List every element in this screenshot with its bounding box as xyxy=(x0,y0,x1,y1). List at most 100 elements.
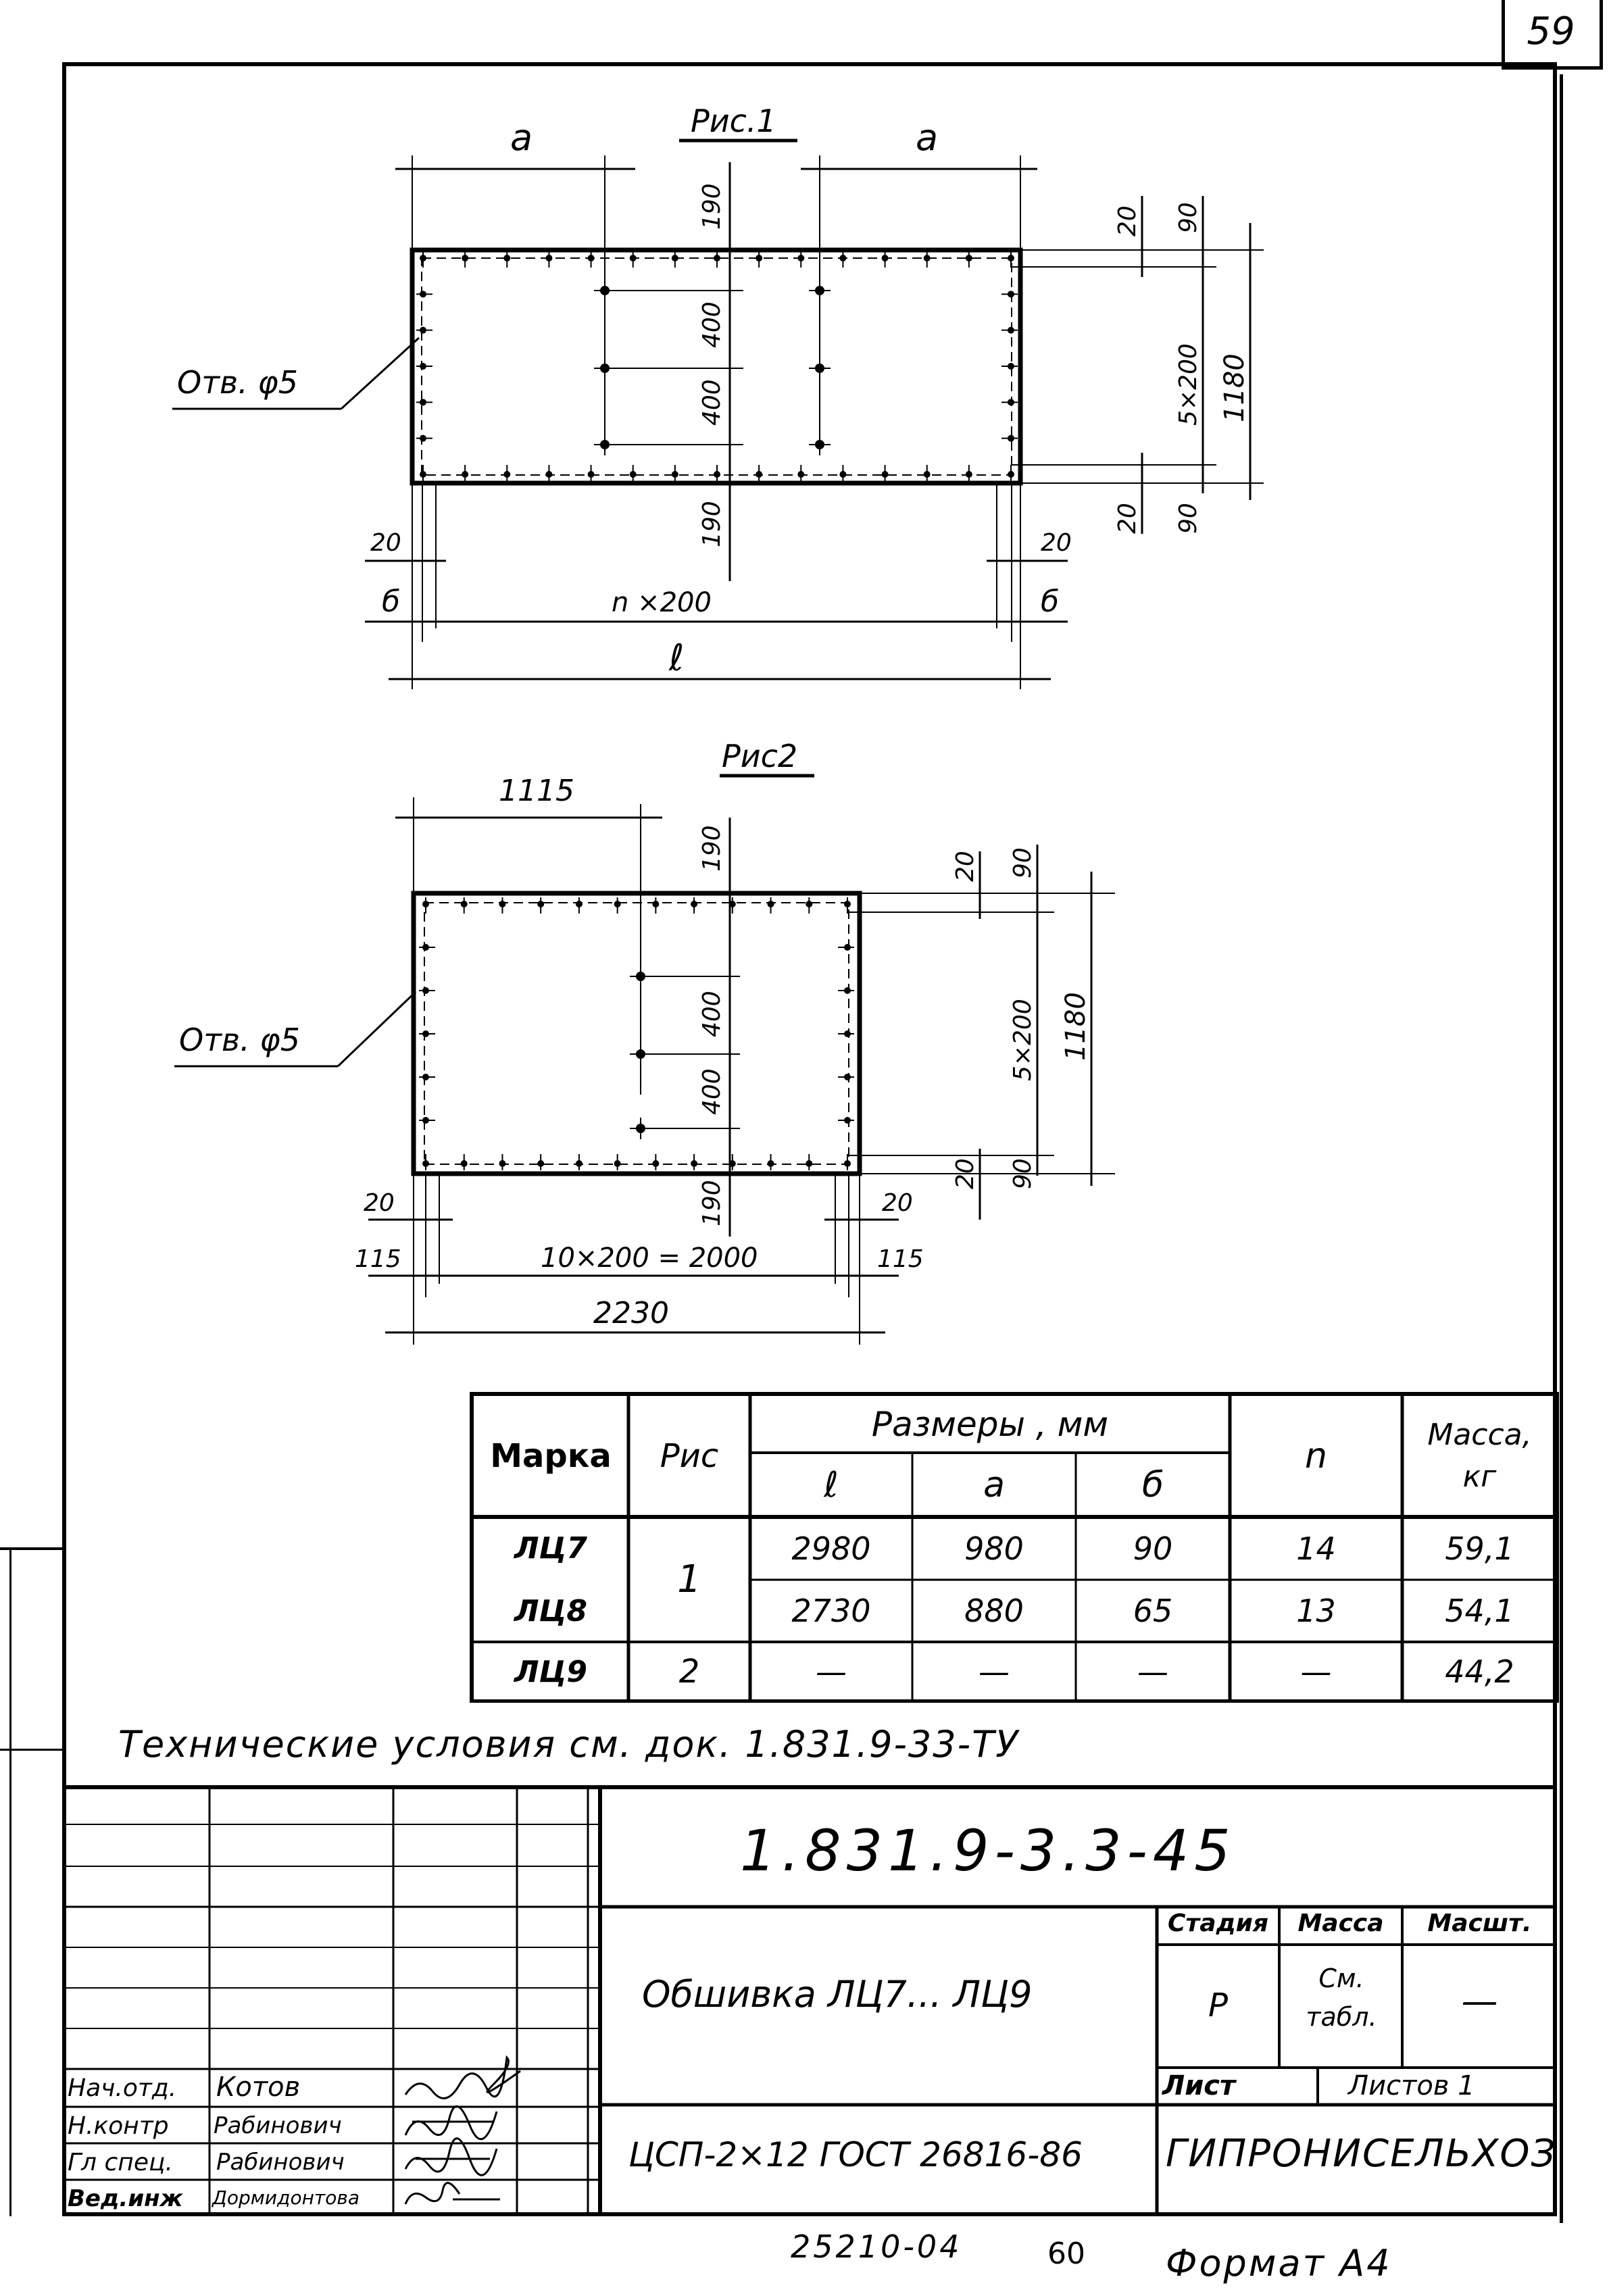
row3-n: — xyxy=(1300,1653,1332,1690)
row2-n: 13 xyxy=(1296,1593,1336,1629)
row3-marka: ЛЦ9 xyxy=(514,1654,587,1689)
footer-num: 60 xyxy=(1047,2237,1085,2271)
fig1-dim-190-top: 190 xyxy=(698,183,726,230)
format-label: Формат А4 xyxy=(1166,2242,1392,2285)
row1-marka: ЛЦ7 xyxy=(514,1531,587,1566)
row1-b: 90 xyxy=(1133,1530,1173,1567)
row3-l: — xyxy=(816,1653,847,1690)
fig1-dim-l: ℓ xyxy=(668,637,684,679)
fig1-hole-label: Отв. φ5 xyxy=(177,364,298,401)
fig1-dim-nx200: n ×200 xyxy=(612,587,712,618)
th-mass: Масса, кг xyxy=(1427,1418,1532,1494)
fig1-dim-a-left: a xyxy=(510,116,533,159)
row2-b: 65 xyxy=(1133,1593,1173,1629)
mass-value: См. табл. xyxy=(1306,1964,1377,2032)
footer-code: 25210-04 xyxy=(791,2228,962,2265)
fig2-dim-1115: 1115 xyxy=(499,774,574,808)
fig1-dim-5x200: 5×200 xyxy=(1174,343,1202,426)
stage-value: Р xyxy=(1208,1987,1228,2024)
fig1-dim-20-top: 20 xyxy=(1114,205,1141,236)
fig1-dim-190-bottom: 190 xyxy=(698,501,726,547)
scale-value: — xyxy=(1461,1980,1498,2022)
tech-conditions: Технические условия см. док. 1.831.9-33-… xyxy=(118,1723,1020,1766)
fig1-dim-400-2: 400 xyxy=(698,379,726,426)
fig2-dim-190-bottom: 190 xyxy=(698,1180,726,1226)
figure-2: Рис2 1115 Отв. φ5 190 400 400 190 20 90 … xyxy=(174,738,1115,1345)
scale-label: Масшт. xyxy=(1427,1910,1532,1937)
frame-right-strip xyxy=(1560,74,1563,2223)
sheets-label: Листов 1 xyxy=(1348,2070,1475,2101)
fig2-dim-190-top: 190 xyxy=(698,825,726,872)
fig2-dim-115-right: 115 xyxy=(877,1245,924,1273)
row2-a: 880 xyxy=(964,1593,1024,1629)
th-sizes: Размеры , мм xyxy=(871,1404,1109,1444)
role-2: Н.контр xyxy=(68,2112,169,2140)
th-n: n xyxy=(1305,1436,1327,1476)
row1-a: 980 xyxy=(964,1530,1024,1567)
fig1-dim-20-bottom: 20 xyxy=(1114,503,1141,534)
name-4: Дормидонтова xyxy=(212,2187,360,2209)
row3-a: — xyxy=(979,1653,1010,1690)
role-1: Нач.отд. xyxy=(68,2074,177,2102)
fig1-dim-400-1: 400 xyxy=(698,301,726,348)
th-b: б xyxy=(1141,1464,1164,1505)
fig2-dim-2230: 2230 xyxy=(593,1296,669,1330)
fig2-dim-5x200: 5×200 xyxy=(1009,999,1037,1081)
row2-marka: ЛЦ8 xyxy=(514,1593,587,1628)
fig2-dim-115-left: 115 xyxy=(355,1245,401,1273)
name-2: Рабинович xyxy=(214,2112,342,2139)
fig1-dim-20-right: 20 xyxy=(1041,529,1072,557)
doc-code: 1.831.9-3.3-45 xyxy=(740,1818,1236,1884)
fig2-dim-20-bottom: 20 xyxy=(951,1158,979,1189)
page-number: 59 xyxy=(1527,9,1575,53)
fig1-title: Рис.1 xyxy=(691,103,776,139)
binding-strip-line xyxy=(0,1749,62,1751)
sheet-label: Лист xyxy=(1162,2070,1236,2101)
fig1-dim-20-left: 20 xyxy=(370,529,401,557)
ris-2: 2 xyxy=(678,1653,700,1691)
binding-strip xyxy=(0,1547,62,2219)
fig1-dim-a-right: a xyxy=(916,116,938,159)
fig2-dim-1180: 1180 xyxy=(1060,992,1091,1061)
figure-1: Рис.1 a a Отв. φ5 190 400 400 190 20 90 … xyxy=(172,103,1264,689)
fig2-hole-label: Отв. φ5 xyxy=(179,1022,300,1058)
name-3: Рабинович xyxy=(216,2149,345,2176)
row1-mass: 59,1 xyxy=(1445,1530,1514,1567)
row3-b: — xyxy=(1137,1653,1168,1690)
stage-label: Стадия xyxy=(1168,1910,1268,1937)
th-ris: Рис xyxy=(660,1437,719,1475)
material: ЦСП-2×12 ГОСТ 26816-86 xyxy=(628,2135,1083,2174)
fig2-dim-90-top: 90 xyxy=(1009,847,1037,878)
row2-l: 2730 xyxy=(791,1593,871,1629)
fig1-dim-90-bottom: 90 xyxy=(1174,503,1202,534)
fig2-dim-20-top: 20 xyxy=(951,851,979,882)
th-a: a xyxy=(983,1464,1005,1505)
binding-strip-vert xyxy=(9,1547,11,2216)
role-3: Гл спец. xyxy=(68,2149,173,2176)
role-4: Вед.инж xyxy=(68,2185,183,2212)
fig2-dim-90-bottom: 90 xyxy=(1009,1158,1037,1189)
signatures xyxy=(404,2055,521,2205)
mass-label: Масса xyxy=(1297,1910,1384,1937)
name-1: Котов xyxy=(216,2072,301,2103)
fig2-dim-20-right: 20 xyxy=(882,1189,913,1217)
th-marka: Марка xyxy=(490,1437,612,1475)
fig1-dim-90-top: 90 xyxy=(1174,202,1202,233)
row1-l: 2980 xyxy=(791,1530,871,1567)
drawing-frame xyxy=(62,62,1557,2216)
fig2-dim-400-2: 400 xyxy=(698,1068,726,1115)
fig2-dim-10x200: 10×200 = 2000 xyxy=(541,1243,758,1274)
fig2-dim-20-left: 20 xyxy=(364,1189,395,1217)
fig1-dim-1180: 1180 xyxy=(1219,353,1250,422)
th-l: ℓ xyxy=(824,1464,839,1505)
fig1-dim-b-right: б xyxy=(1041,584,1059,619)
spec-table-grid xyxy=(470,1392,1559,1703)
fig2-dim-400-1: 400 xyxy=(698,991,726,1037)
row1-n: 14 xyxy=(1296,1530,1336,1567)
row3-mass: 44,2 xyxy=(1445,1653,1514,1690)
org-name: ГИПРОНИСЕЛЬХОЗ xyxy=(1166,2132,1557,2176)
ris-1: 1 xyxy=(677,1557,701,1601)
fig2-title: Рис2 xyxy=(722,738,797,774)
fig1-dim-b-left: б xyxy=(382,584,400,619)
